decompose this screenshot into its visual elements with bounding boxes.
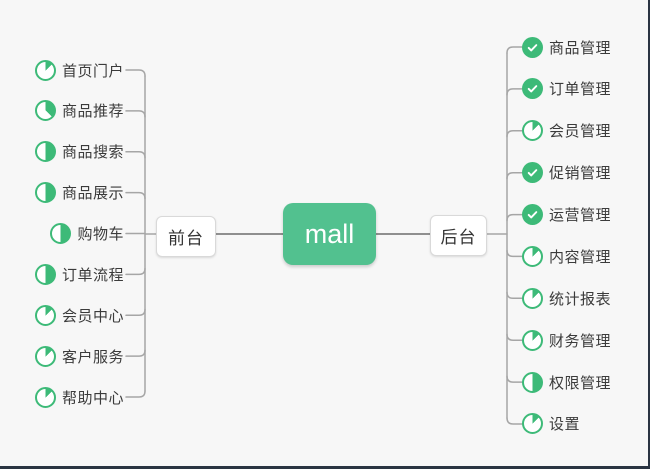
topic-item-label: 首页门户: [61, 62, 124, 80]
topic-item-label: 会员中心: [61, 307, 124, 325]
topic-item-label: 促销管理: [549, 165, 612, 183]
topic-item[interactable]: 帮助中心: [34, 386, 124, 408]
topic-item[interactable]: 客户服务: [34, 345, 124, 367]
progress-pie-icon: [522, 245, 543, 267]
progress-pie-icon: [34, 304, 56, 326]
topic-item[interactable]: 首页门户: [34, 59, 124, 81]
topic-item[interactable]: 设置: [522, 413, 580, 435]
task-done-check-icon: [522, 78, 543, 100]
progress-pie-icon: [522, 120, 543, 142]
task-done-check-icon: [522, 36, 543, 58]
topic-item-label: 商品管理: [549, 39, 612, 57]
topic-item[interactable]: 财务管理: [522, 329, 611, 351]
topic-item-label: 统计报表: [549, 290, 612, 308]
topic-item[interactable]: 商品搜索: [34, 141, 124, 163]
progress-pie-icon: [34, 100, 56, 122]
topic-item-label: 设置: [549, 416, 581, 434]
topic-item[interactable]: 商品管理: [522, 36, 611, 58]
topic-item-label: 客户服务: [61, 348, 124, 366]
topic-item[interactable]: 促销管理: [522, 162, 611, 184]
topic-item-label: 商品搜索: [61, 144, 124, 162]
topic-item[interactable]: 权限管理: [522, 371, 611, 393]
topic-item-label: 权限管理: [549, 374, 612, 392]
topic-item-label: 财务管理: [549, 332, 612, 350]
topic-item-label: 运营管理: [549, 207, 612, 224]
topic-item-label: 会员管理: [549, 123, 612, 141]
progress-pie-icon: [50, 223, 72, 244]
progress-pie-icon: [522, 371, 543, 393]
topic-item[interactable]: 订单流程: [34, 263, 124, 285]
progress-pie-icon: [522, 413, 543, 435]
topic-item[interactable]: 内容管理: [522, 245, 611, 267]
progress-pie-icon: [34, 141, 56, 163]
progress-pie-icon: [522, 287, 543, 309]
topic-item-label: 购物车: [77, 226, 124, 243]
progress-pie-icon: [34, 263, 56, 285]
topic-item-label: 内容管理: [549, 248, 612, 266]
topic-item-label: 订单流程: [61, 266, 124, 284]
topic-item[interactable]: 统计报表: [522, 287, 611, 309]
topic-item[interactable]: 商品推荐: [34, 100, 124, 122]
main-topic-frontend-label: 前台: [168, 229, 204, 248]
topic-item-label: 订单管理: [549, 81, 612, 99]
progress-pie-icon: [34, 59, 56, 81]
central-topic-mall[interactable]: mall: [283, 203, 376, 265]
progress-pie-icon: [34, 345, 56, 367]
frontend-topic-list: 首页门户商品推荐商品搜索商品展示购物车订单流程会员中心客户服务帮助中心: [0, 59, 124, 408]
topic-item[interactable]: 订单管理: [522, 78, 611, 100]
topic-item[interactable]: 会员管理: [522, 120, 611, 142]
topic-item-label: 商品展示: [61, 185, 124, 203]
central-topic-label: mall: [304, 218, 355, 249]
task-done-check-icon: [522, 162, 543, 184]
progress-pie-icon: [522, 329, 543, 351]
topic-item[interactable]: 会员中心: [34, 304, 124, 326]
topic-item-label: 帮助中心: [61, 389, 124, 407]
progress-pie-icon: [34, 182, 56, 204]
main-topic-frontend[interactable]: 前台: [156, 216, 216, 257]
main-topic-backend-label: 后台: [440, 228, 477, 247]
topic-item[interactable]: 商品展示: [34, 182, 124, 204]
progress-pie-icon: [34, 386, 56, 408]
topic-item[interactable]: 运营管理: [522, 204, 611, 226]
backend-topic-list: 商品管理订单管理会员管理促销管理运营管理内容管理统计报表财务管理权限管理设置: [522, 36, 648, 435]
topic-item[interactable]: 购物车: [50, 223, 124, 245]
task-done-check-icon: [522, 204, 543, 225]
main-topic-backend[interactable]: 后台: [430, 215, 487, 256]
topic-item-label: 商品推荐: [61, 103, 124, 121]
